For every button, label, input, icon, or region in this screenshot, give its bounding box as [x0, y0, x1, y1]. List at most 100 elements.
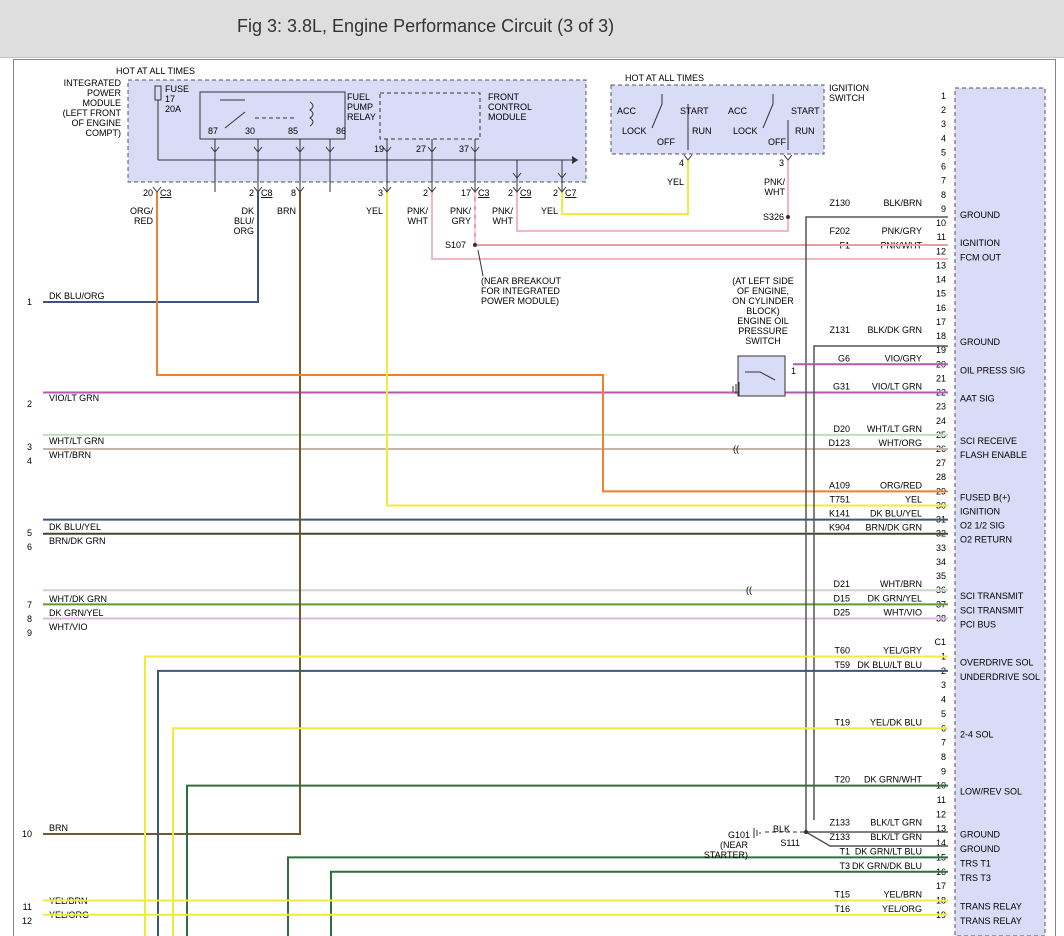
drop-wire-color: DK	[241, 206, 254, 216]
left-wire-number: 10	[22, 829, 32, 839]
g101-note: (NEAR	[720, 840, 749, 850]
connector-arrow	[253, 186, 263, 193]
oil-switch-note: PRESSURE	[738, 326, 788, 336]
ignition-hot-label: HOT AT ALL TIMES	[625, 73, 704, 83]
left-wire-number: 11	[23, 902, 32, 912]
fcm-label: FRONT	[488, 92, 519, 102]
connector-pin: 2	[249, 188, 254, 198]
switch-pin: 4	[679, 158, 684, 168]
switch-pos-start: START	[791, 106, 820, 116]
wire-org-red	[156, 192, 948, 493]
switch-wire-color: YEL	[667, 177, 684, 187]
connector-arrow	[512, 186, 522, 193]
pcm-wire-color: WHT/ORG	[879, 438, 923, 448]
connector-arrow	[683, 154, 693, 161]
s107-label: S107	[445, 240, 466, 250]
s111-dot	[804, 830, 808, 834]
pcm-circuit-code: T59	[834, 660, 850, 670]
pcm-circuit-code: T3	[839, 861, 850, 871]
connector-pin: 8	[291, 188, 296, 198]
pcm-wire-color: WHT/BRN	[880, 579, 922, 589]
oil-switch-note: BLOCK)	[746, 306, 780, 316]
oil-switch-pin: 1	[791, 366, 796, 376]
pcm-wire-color: DK GRN/WHT	[864, 775, 922, 785]
pcm-pin-label: SCI RECEIVE	[960, 436, 1017, 446]
pcm-pin-label: UNDERDRIVE SOL	[960, 672, 1040, 682]
pcm-pin-label: GROUND	[960, 210, 1000, 220]
pcm-pin-number: 7	[941, 738, 946, 748]
pcm-wire-color: BLK/DK GRN	[867, 325, 922, 335]
pcm-pin-label: FUSED B(+)	[960, 492, 1010, 502]
pcm-pin-number: 24	[936, 416, 946, 426]
left-wire-number: 1	[27, 297, 32, 307]
connector-id: C7	[565, 188, 577, 198]
pcm-wire-color: DK BLU/YEL	[870, 509, 922, 519]
pcm-pin-number: 3	[941, 680, 946, 690]
relay-coil-icon	[309, 101, 314, 127]
pcm-wire-color: YEL/ORG	[882, 904, 922, 914]
s107-note: (NEAR BREAKOUT	[481, 276, 562, 286]
connector-arrow	[783, 154, 793, 161]
g101-note: STARTER)	[704, 850, 748, 860]
pcm-wire-color: BRN/DK GRN	[865, 523, 922, 533]
pcm-pin-number: 14	[936, 838, 946, 848]
pcm-pin-number: 33	[936, 543, 946, 553]
connector-arrow	[512, 172, 522, 179]
pcm-pin-label: GROUND	[960, 844, 1000, 854]
pcm-circuit-code: Z131	[829, 325, 850, 335]
connector-id: C9	[520, 188, 532, 198]
wire-brn	[43, 192, 301, 835]
switch-pos-acc: ACC	[617, 106, 637, 116]
pcm-wire-color: VIO/GRY	[885, 353, 922, 363]
fuse-label: FUSE	[165, 84, 189, 94]
integrated-power-module	[127, 79, 587, 183]
pcm-wire-color: DK BLU/LT BLU	[857, 660, 922, 670]
oil-pressure-switch	[737, 355, 786, 397]
pcm-pin-number: 10	[936, 218, 946, 228]
pcm-wire-color: YEL/BRN	[883, 889, 922, 899]
pcm-pin-number: 18	[936, 331, 946, 341]
relay-pin: 30	[245, 126, 255, 136]
pcm-circuit-code: K141	[829, 509, 850, 519]
oil-switch-note: ENGINE OIL	[737, 316, 789, 326]
pcm-circuit-code: K904	[829, 523, 850, 533]
ignition-switch-label: SWITCH	[829, 93, 865, 103]
pcm-pin-number: 27	[936, 458, 946, 468]
connector-inline: ((	[733, 444, 739, 454]
connector-id: C3	[478, 188, 490, 198]
pcm-wire-color: DK GRN/YEL	[867, 593, 922, 603]
switch-pos-off: OFF	[657, 137, 675, 147]
s107-note: POWER MODULE)	[481, 296, 559, 306]
pcm-pin-number: 4	[941, 695, 946, 705]
connector-arrow	[253, 146, 263, 153]
left-wire-number: 5	[27, 528, 32, 538]
fuel-pump-relay	[199, 91, 346, 140]
pcm-pin-number: 1	[941, 91, 946, 101]
pcm-wire-color: VIO/LT GRN	[872, 382, 922, 392]
wire-dk-grn-wht	[186, 784, 948, 936]
left-wire-color: VIO/LT GRN	[49, 393, 99, 403]
pcm-pin-number: 17	[936, 317, 946, 327]
drop-wire-color: BRN	[277, 206, 296, 216]
switch-pos-lock: LOCK	[733, 126, 758, 136]
pcm-pin-label: LOW/REV SOL	[960, 787, 1022, 797]
switch-pos-start: START	[680, 106, 709, 116]
fcm-pin: 27	[416, 144, 426, 154]
drop-wire-color: YEL	[541, 206, 558, 216]
left-wire-color: DK BLU/ORG	[49, 291, 105, 301]
wire-dk-grn-lt-blu	[287, 856, 948, 936]
connector-pin: 17	[461, 188, 471, 198]
drop-wire-color: WHT	[408, 216, 429, 226]
switch-wire-color: PNK/	[764, 177, 786, 187]
pcm-circuit-code: Z133	[829, 832, 850, 842]
pcm-pin-label: GROUND	[960, 830, 1000, 840]
pcm-wire-color: BLK/LT GRN	[870, 832, 922, 842]
pcm-pin-number: 35	[936, 571, 946, 581]
s107-leader	[477, 249, 484, 277]
pcm-pin-label: TRANS RELAY	[960, 901, 1022, 911]
switch-pos-run: RUN	[692, 126, 712, 136]
pcm-pin-number: 17	[936, 881, 946, 891]
pcm-pin-number: 5	[941, 709, 946, 719]
wire-blk-brn	[805, 216, 948, 832]
